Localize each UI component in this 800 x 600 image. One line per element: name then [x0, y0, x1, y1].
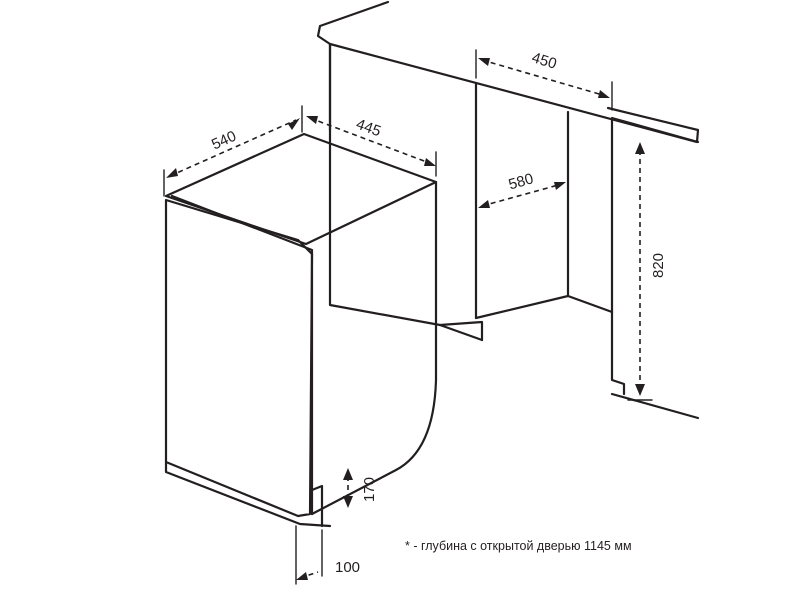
label-niche-depth: 580 [507, 170, 536, 193]
label-niche-height: 820 [650, 253, 667, 278]
label-appliance-width: 445 [354, 116, 383, 141]
label-plinth-depth: 100 [335, 559, 360, 576]
open-door-depth-note: * - глубина с открытой дверью 1145 мм [405, 539, 632, 553]
label-appliance-depth: 540 [209, 128, 239, 154]
dimension-580: 580 [478, 170, 566, 208]
dishwasher [164, 132, 438, 528]
dishwasher-side [310, 180, 438, 516]
dimension-100: 100 [295, 525, 360, 585]
dimension-170: 170 [343, 468, 378, 508]
dimension-450: 450 [475, 49, 613, 111]
label-plinth-height: 170 [361, 477, 378, 502]
dimension-820: 820 [627, 142, 667, 401]
dishwasher-door-edge [170, 194, 314, 516]
left-cabinet-side [328, 42, 484, 342]
dishwasher-plinth [164, 460, 332, 528]
dishwasher-plinth-recess [310, 484, 324, 528]
kitchen-cabinet [316, 0, 700, 420]
label-niche-width: 450 [530, 49, 559, 73]
left-cabinet-plinth [438, 323, 484, 342]
dimension-445: 445 [306, 116, 437, 177]
dimension-540: 540 [163, 105, 303, 197]
right-cabinet-base [610, 392, 700, 420]
niche-floor [474, 294, 614, 320]
dishwasher-door [164, 198, 314, 518]
right-cabinet-top [610, 116, 700, 144]
right-cabinet-front [610, 118, 626, 396]
